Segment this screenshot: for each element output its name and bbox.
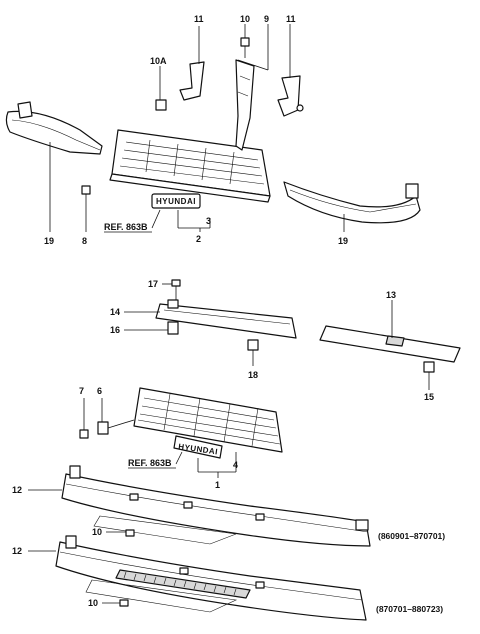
clip-18 — [247, 339, 259, 351]
emblem-upper-text: HYUNDAI — [156, 197, 196, 206]
callout-10-lower: 10 — [88, 598, 98, 608]
leaders-mid2 — [101, 398, 237, 478]
date-code-bumper-a: (860901–870701) — [378, 531, 445, 541]
callout-10a: 10A — [150, 56, 167, 66]
date-code-bumper-b: (870701–880723) — [376, 604, 443, 614]
callout-15: 15 — [424, 392, 434, 402]
callout-18: 18 — [248, 370, 258, 380]
callout-9: 9 — [264, 14, 269, 24]
callout-11-left: 11 — [194, 14, 204, 24]
callout-10-upper: 10 — [92, 527, 102, 537]
ref-leader-lower — [175, 451, 183, 465]
bolt-10 — [240, 37, 250, 58]
callout-14: 14 — [110, 307, 120, 317]
leaders-mid — [124, 283, 430, 390]
clip-6 — [97, 421, 109, 435]
ref-leader-upper — [151, 209, 161, 229]
front-bumper-b — [55, 535, 367, 621]
callout-3: 3 — [206, 216, 211, 226]
callout-13: 13 — [386, 290, 396, 300]
clip-15 — [423, 361, 435, 373]
ref-label-upper: REF. 863B — [104, 222, 148, 232]
callout-10: 10 — [240, 14, 250, 24]
callout-6: 6 — [97, 386, 102, 396]
leaders-bottom — [28, 489, 126, 604]
screw-10-b — [119, 599, 129, 607]
left-bracket — [179, 61, 205, 101]
bolt-7 — [79, 398, 89, 439]
clip-16 — [167, 321, 179, 335]
grille-strip-14 — [155, 299, 297, 339]
callout-17: 17 — [148, 279, 158, 289]
clip-10a — [155, 99, 167, 111]
clip-small-right — [296, 104, 304, 112]
right-bumper-end — [283, 181, 421, 224]
callout-2: 2 — [196, 234, 201, 244]
callout-16: 16 — [110, 325, 120, 335]
upper-grille — [109, 129, 271, 203]
center-bracket — [235, 59, 255, 151]
callout-19-right: 19 — [338, 236, 348, 246]
left-bumper-end — [5, 101, 103, 155]
callout-8: 8 — [82, 236, 87, 246]
screw-10-a — [125, 529, 135, 537]
callout-12-upper: 12 — [12, 485, 22, 495]
callout-12-lower: 12 — [12, 546, 22, 556]
callout-7: 7 — [79, 386, 84, 396]
callout-4: 4 — [233, 460, 238, 470]
emblem-upper: HYUNDAI — [151, 193, 201, 209]
front-bumper-a — [61, 465, 371, 547]
lower-grille — [133, 387, 283, 453]
ref-label-lower: REF. 863B — [128, 458, 172, 468]
clip-8 — [81, 185, 91, 195]
leaders-top — [49, 24, 345, 232]
callout-19-left: 19 — [44, 236, 54, 246]
callout-11-right: 11 — [286, 14, 296, 24]
panel-13 — [319, 325, 461, 363]
right-bracket — [277, 75, 301, 117]
screw-17 — [171, 279, 181, 300]
callout-1: 1 — [215, 480, 220, 490]
